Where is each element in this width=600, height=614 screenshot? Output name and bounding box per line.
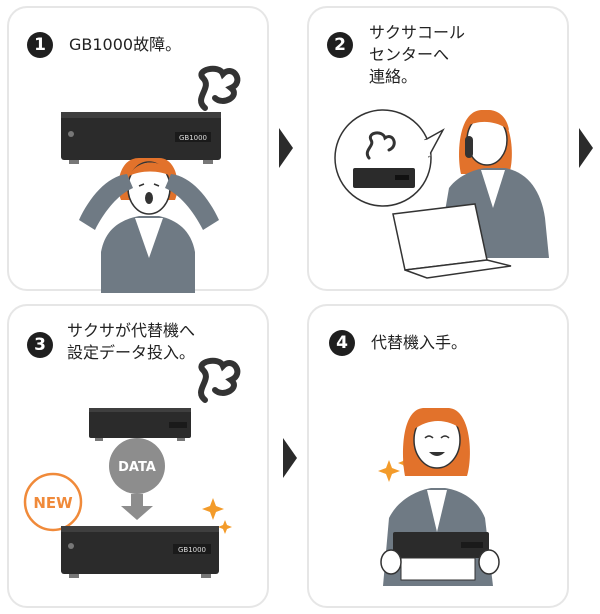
down-arrow-icon [121, 506, 153, 520]
smoke-icon [198, 357, 241, 403]
thought-bubble [334, 109, 445, 207]
gb1000-device: GB1000 [61, 112, 221, 164]
new-badge-label: NEW [33, 494, 73, 512]
step-4-number: 4 [329, 330, 355, 356]
receive-device-illustration [378, 408, 500, 586]
data-badge-label: DATA [118, 460, 156, 475]
step-3-number: 3 [27, 332, 53, 358]
broken-device [89, 408, 191, 441]
data-badge: DATA [109, 438, 165, 520]
data-transfer-illustration: DATA NEW GB1000 [23, 357, 241, 578]
replacement-device: GB1000 [61, 526, 219, 578]
step-2-caption-line-1: サクサコール [369, 23, 466, 42]
step-arrow-1 [279, 128, 293, 168]
step-arrow-3 [283, 438, 297, 478]
step-2-caption-line-2: センターへ [369, 45, 450, 64]
step-arrow-2 [579, 128, 593, 168]
step-3-caption-line-2: 設定データ投入。 [67, 343, 196, 362]
step-3-caption-line-1: サクサが代替機へ [67, 321, 196, 340]
smoke-icon [198, 65, 241, 111]
step-1-caption: GB1000故障。 [69, 34, 181, 56]
step-4-caption: 代替機入手。 [371, 332, 467, 354]
stressed-person [79, 158, 219, 293]
broken-device-illustration: GB1000 [61, 65, 241, 293]
laptop [392, 203, 512, 279]
step-3-panel: 3 サクサが代替機へ 設定データ投入。 DATA NEW [7, 304, 269, 608]
step-2-panel: 2 サクサコール センターへ 連絡。 [307, 6, 569, 291]
new-badge: NEW [23, 472, 83, 532]
step-2-number: 2 [327, 32, 353, 58]
step-3-caption: サクサが代替機へ 設定データ投入。 [67, 320, 195, 364]
smoke-icon [365, 131, 396, 160]
device-model-label: GB1000 [179, 134, 207, 142]
step-1-panel: 1 GB1000故障。 GB1000 [7, 6, 269, 293]
received-device [380, 532, 500, 581]
call-center-illustration [334, 109, 549, 279]
step-1-number: 1 [27, 32, 53, 58]
device-model-label: GB1000 [178, 546, 206, 554]
step-2-caption: サクサコール センターへ 連絡。 [369, 22, 465, 88]
step-4-panel: 4 代替機入手。 [307, 304, 569, 608]
sparkle-icon [202, 498, 232, 534]
step-2-caption-line-3: 連絡。 [369, 67, 418, 86]
step-4-caption-line-1: 代替機入手。 [371, 333, 468, 352]
step-1-caption-line-1: GB1000故障。 [69, 35, 182, 54]
